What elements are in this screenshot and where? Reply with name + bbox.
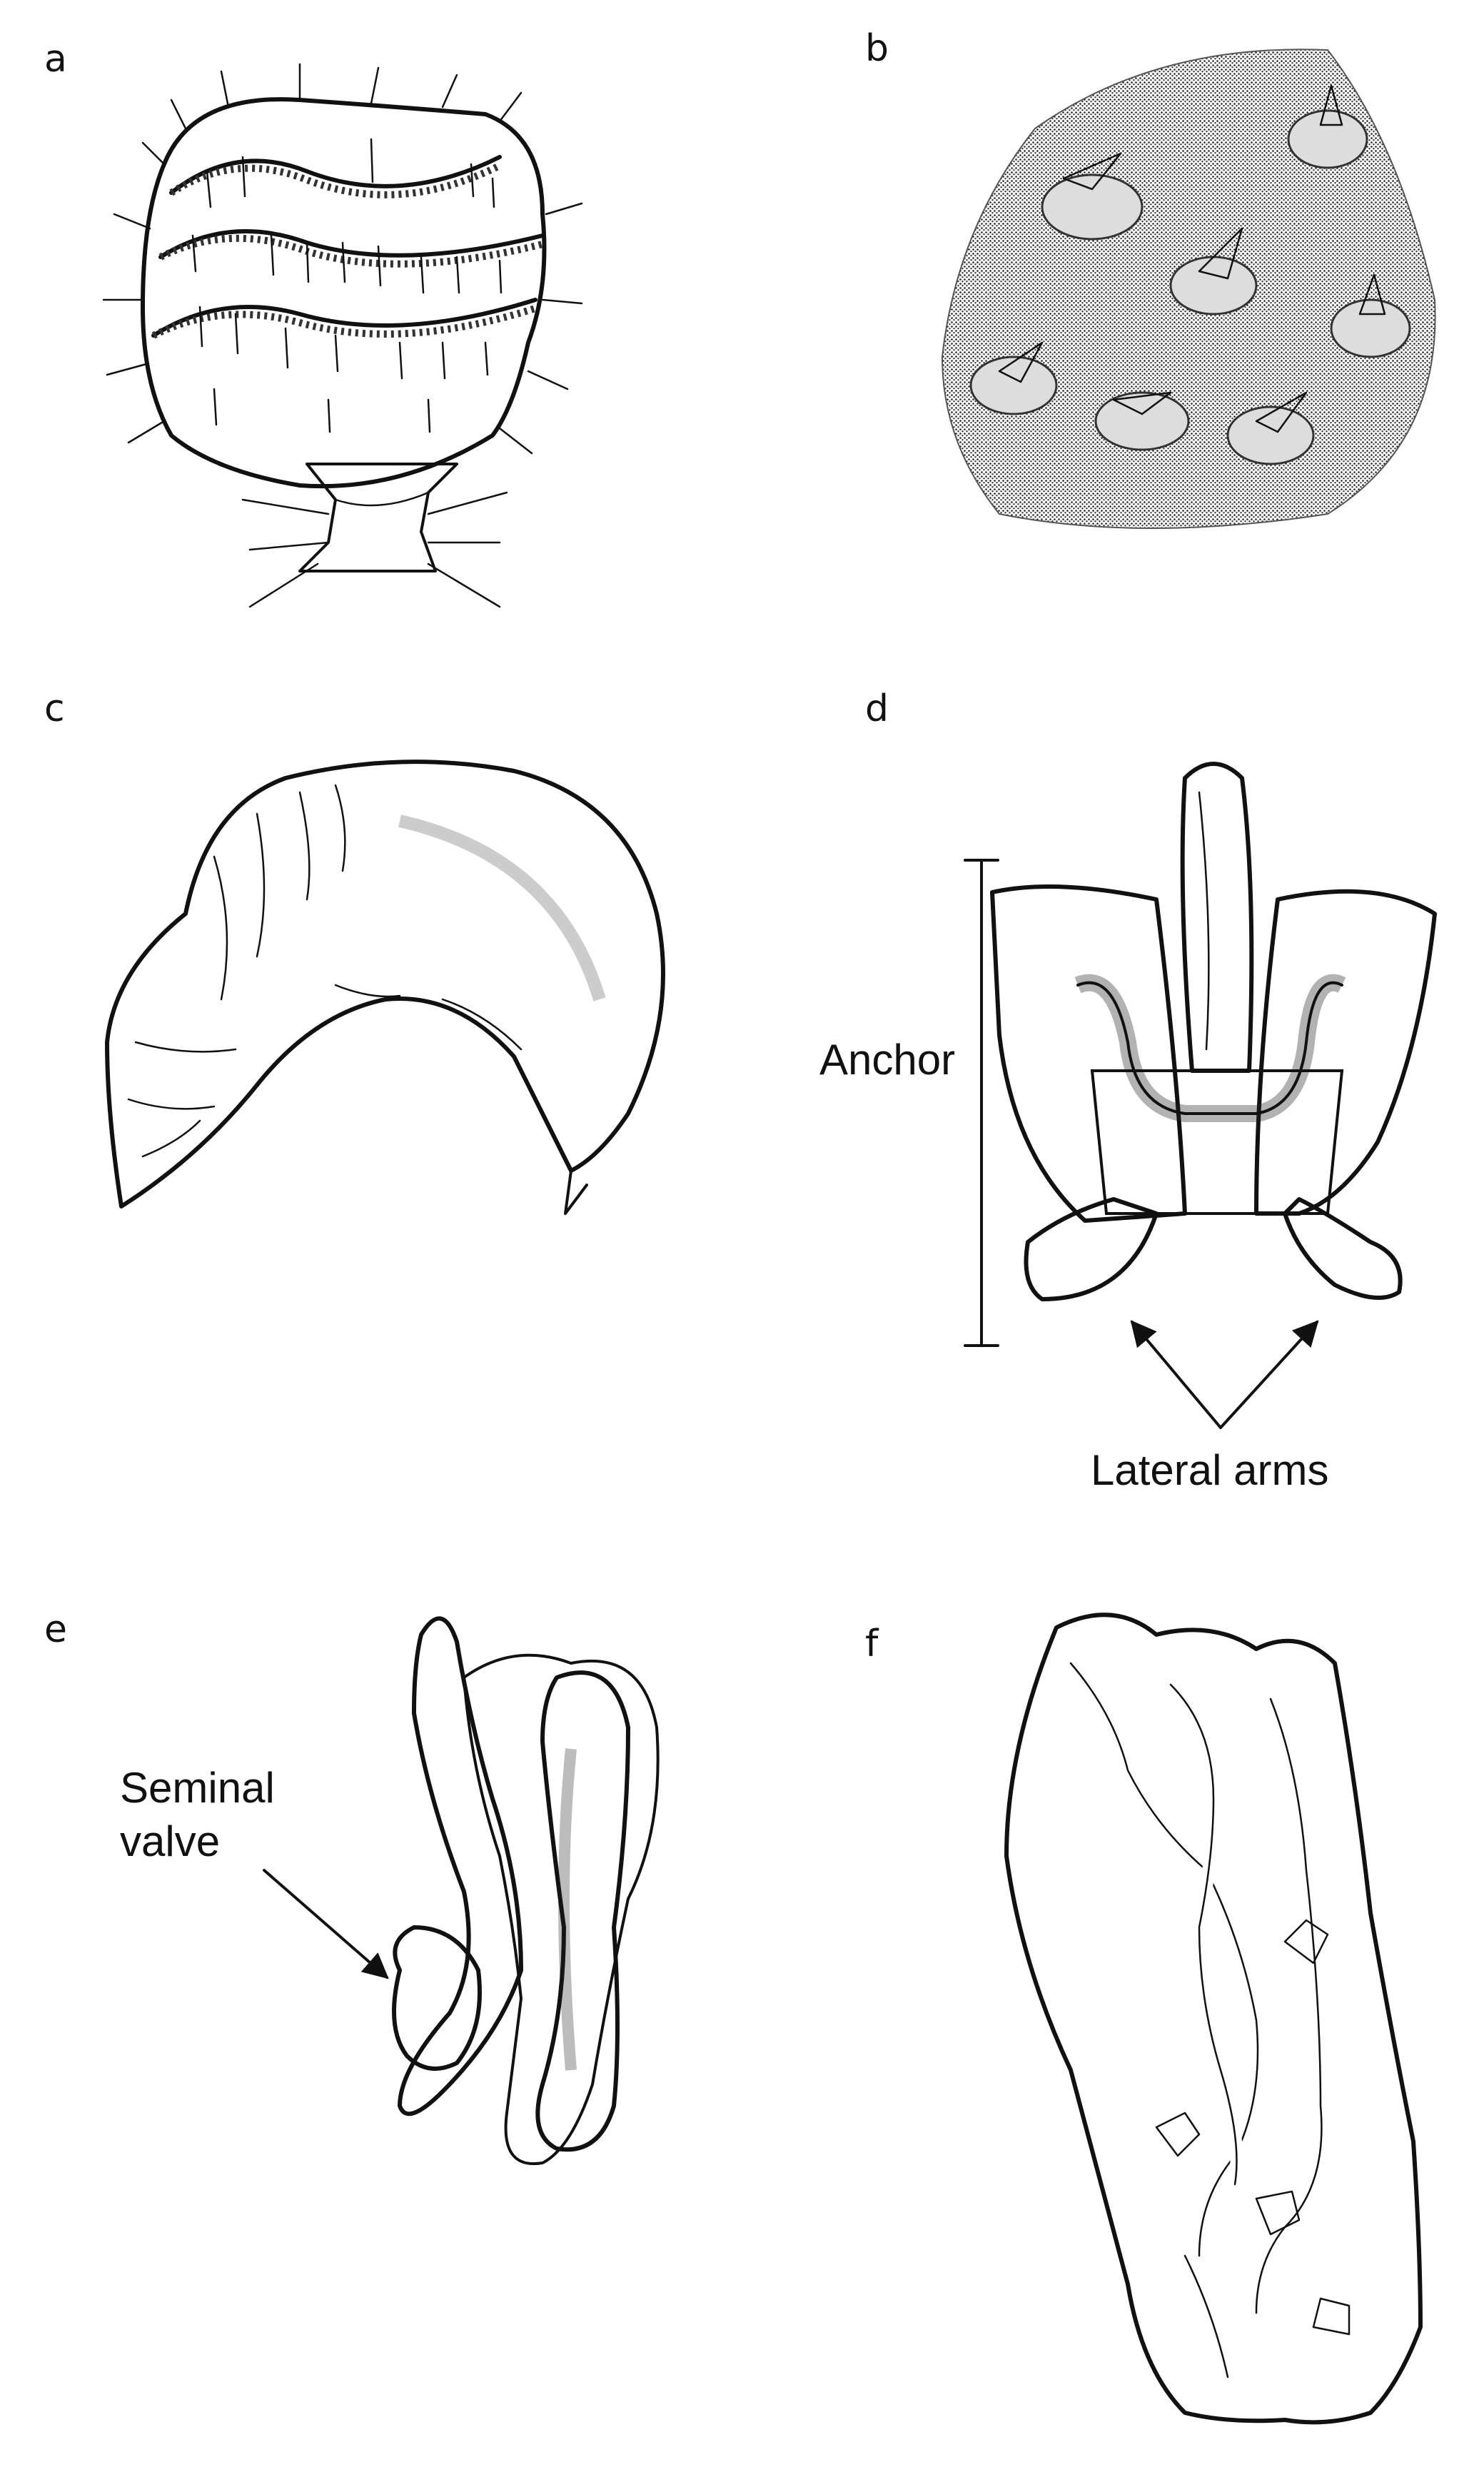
panel-d-anchor-structure bbox=[990, 762, 1437, 1301]
panel-d: d Anchor Lateral ar bbox=[819, 687, 1437, 1494]
panel-c: c bbox=[44, 687, 665, 1215]
panel-f-letter: f bbox=[865, 1623, 879, 1665]
panel-b-specimen bbox=[941, 49, 1436, 529]
panel-a-specimen bbox=[102, 63, 583, 608]
panel-a: a bbox=[44, 38, 583, 608]
panel-e: e Seminal valve bbox=[44, 1608, 660, 2166]
panel-b-tubercles bbox=[969, 84, 1411, 465]
panel-e-specimen bbox=[392, 1616, 660, 2166]
anchor-label: Anchor bbox=[819, 1036, 955, 1084]
panel-b-letter: b bbox=[865, 27, 889, 70]
lateral-arms-label: Lateral arms bbox=[1091, 1446, 1328, 1494]
anchor-bracket bbox=[964, 859, 999, 1347]
seminal-valve-label-line1: Seminal bbox=[120, 1764, 275, 1812]
panel-e-letter: e bbox=[44, 1608, 67, 1651]
panel-d-letter: d bbox=[865, 687, 889, 730]
panel-f-specimen bbox=[1004, 1613, 1423, 2425]
panel-a-letter: a bbox=[44, 38, 67, 81]
panel-c-specimen bbox=[105, 760, 665, 1215]
lateral-arms-arrows bbox=[1130, 1320, 1319, 1429]
panel-b: b bbox=[865, 27, 1436, 529]
seminal-valve-arrow bbox=[263, 1869, 389, 1979]
panel-f: f bbox=[865, 1613, 1423, 2425]
seminal-valve-label-line2: valve bbox=[120, 1817, 220, 1865]
panel-c-letter: c bbox=[44, 687, 65, 730]
